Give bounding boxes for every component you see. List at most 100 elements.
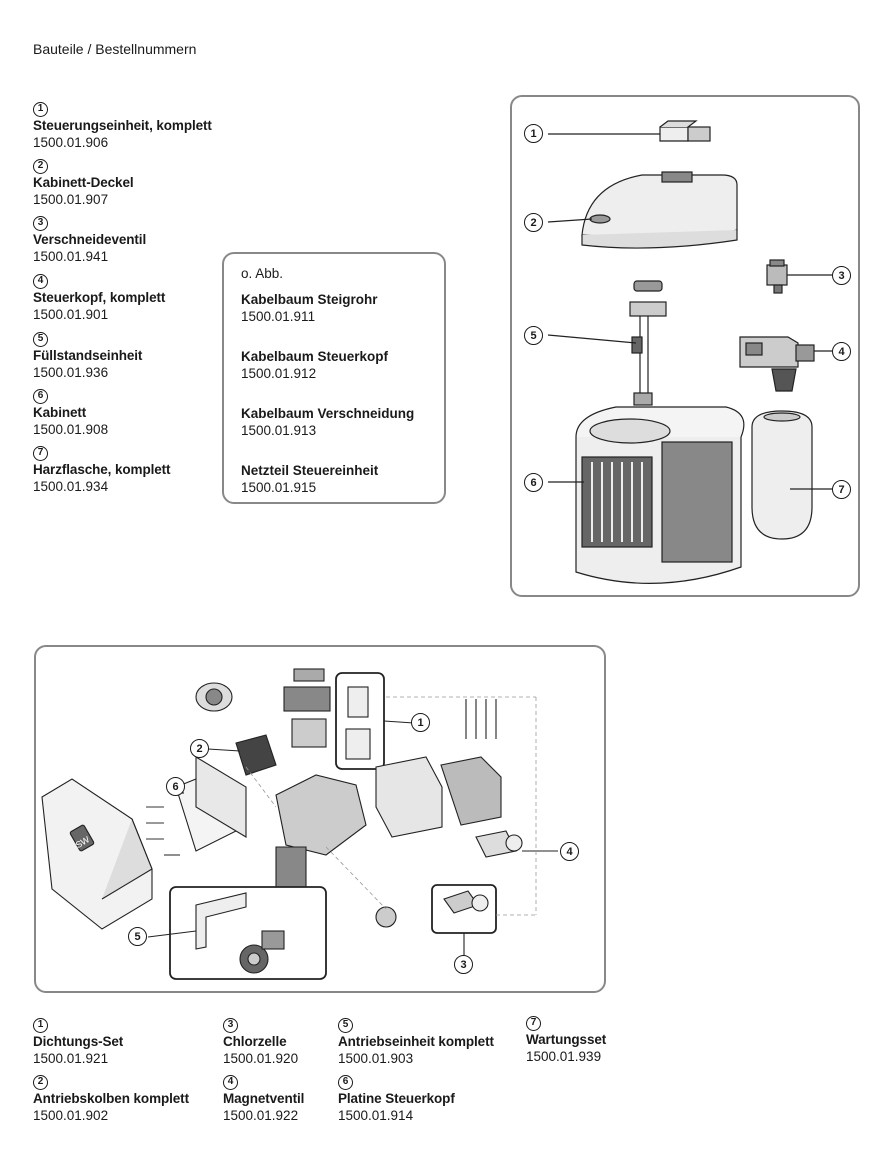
part-number: 1500.01.922 <box>223 1107 299 1123</box>
part-list-item: 2 Kabinett-Deckel 1500.01.907 <box>33 155 134 208</box>
part-number: 1500.01.903 <box>338 1050 414 1066</box>
callout-badge: 2 <box>524 213 543 232</box>
part-name: Steuerungseinheit, komplett <box>33 117 212 133</box>
part-list-item: 6 Kabinett 1500.01.908 <box>33 385 108 438</box>
part-list-item: 5 Füllstandseinheit 1500.01.936 <box>33 328 142 381</box>
part-list-item: Netzteil Steuereinheit 1500.01.915 <box>241 462 378 496</box>
part-name: Harzflasche, komplett <box>33 461 171 477</box>
solenoid-drawing <box>475 830 523 858</box>
callout-number: 3 <box>33 215 48 231</box>
part-name: Netzteil Steuereinheit <box>241 463 379 478</box>
part-list-item: 1 Steuerungseinheit, komplett 1500.01.90… <box>33 98 212 151</box>
motor-drawing <box>375 699 502 838</box>
exploded-drawing: SW <box>41 668 558 980</box>
part-list-item: 4 Steuerkopf, komplett 1500.01.901 <box>33 270 165 323</box>
callout-badge: 1 <box>524 124 543 143</box>
callout-badge: 3 <box>832 266 851 285</box>
callout-number: 5 <box>33 331 48 347</box>
part-list-item: 3 Verschneideventil 1500.01.941 <box>33 212 146 265</box>
part-name: Kabinett <box>33 404 87 420</box>
part-list-item: 6 Platine Steuerkopf 1500.01.914 <box>338 1071 455 1124</box>
callout-number: 4 <box>223 1074 238 1090</box>
level-unit-drawing <box>629 280 667 406</box>
part-name: Kabelbaum Steuerkopf <box>241 349 389 364</box>
part-name: Dichtungs-Set <box>33 1033 124 1049</box>
callout-number: 7 <box>33 445 48 461</box>
control-unit-drawing <box>659 120 711 142</box>
part-name: Magnetventil <box>223 1090 305 1106</box>
part-name: Verschneideventil <box>33 231 147 247</box>
callout-number: 7 <box>526 1015 541 1031</box>
part-name: Steuerkopf, komplett <box>33 289 166 305</box>
softener-drawing <box>547 120 834 584</box>
callout-number: 6 <box>33 388 48 404</box>
callout-number: 2 <box>33 1074 48 1090</box>
part-number: 1500.01.912 <box>241 366 317 381</box>
part-list-item: 4 Magnetventil 1500.01.922 <box>223 1071 304 1124</box>
part-list-item: 7 Harzflasche, komplett 1500.01.934 <box>33 442 171 495</box>
part-number: 1500.01.921 <box>33 1050 109 1066</box>
part-number: 1500.01.913 <box>241 423 317 438</box>
part-list-item: 1 Dichtungs-Set 1500.01.921 <box>33 1014 123 1067</box>
callout-number: 1 <box>33 1017 48 1033</box>
part-name: Chlorzelle <box>223 1033 287 1049</box>
part-name: Platine Steuerkopf <box>338 1090 455 1106</box>
control-head-exploded-view: SW <box>34 645 606 993</box>
callout-number: 2 <box>33 158 48 174</box>
part-name: Wartungsset <box>526 1031 607 1047</box>
part-number: 1500.01.914 <box>338 1107 414 1123</box>
callout-badge: 4 <box>832 342 851 361</box>
part-number: 1500.01.941 <box>33 248 109 264</box>
resin-bottle-drawing <box>751 410 813 540</box>
piston-drawing <box>195 682 277 776</box>
callout-number: 6 <box>338 1074 353 1090</box>
callout-number: 1 <box>33 101 48 117</box>
part-number: 1500.01.906 <box>33 134 109 150</box>
chlorine-cell-drawing <box>443 890 489 914</box>
part-name: Antriebseinheit komplett <box>338 1033 494 1049</box>
part-list-item: Kabelbaum Steigrohr 1500.01.911 <box>241 291 378 325</box>
callout-number: 3 <box>223 1017 238 1033</box>
control-head-drawing <box>739 336 815 392</box>
part-list-item: 5 Antriebseinheit komplett 1500.01.903 <box>338 1014 494 1067</box>
part-number: 1500.01.920 <box>223 1050 299 1066</box>
part-number: 1500.01.911 <box>241 309 316 324</box>
cover-drawing: SW <box>41 778 153 930</box>
part-name: Füllstandseinheit <box>33 347 143 363</box>
cabinet-lid-drawing <box>581 171 738 249</box>
part-name: Antriebskolben komplett <box>33 1090 189 1106</box>
callout-badge: 5 <box>128 927 147 946</box>
softener-parts-illustration: 1 2 3 4 5 6 7 <box>510 95 860 597</box>
callout-badge: 1 <box>411 713 430 732</box>
fitting-drawing <box>375 906 397 928</box>
part-name: Kabelbaum Steigrohr <box>241 292 378 307</box>
board-drawing <box>175 756 247 852</box>
part-name: Kabinett-Deckel <box>33 174 134 190</box>
part-list-item: 7 Wartungsset 1500.01.939 <box>526 1012 606 1065</box>
cabinet-drawing <box>575 406 745 584</box>
part-number: 1500.01.901 <box>33 306 109 322</box>
part-name: Kabelbaum Verschneidung <box>241 406 415 421</box>
part-number: 1500.01.934 <box>33 478 109 494</box>
callout-badge: 7 <box>832 480 851 499</box>
callout-badge: 6 <box>166 777 185 796</box>
blend-valve-drawing <box>766 259 788 294</box>
callout-number: 5 <box>338 1017 353 1033</box>
part-list-item: Kabelbaum Steuerkopf 1500.01.912 <box>241 348 388 382</box>
callout-number: 4 <box>33 273 48 289</box>
part-list-item: 2 Antriebskolben komplett 1500.01.902 <box>33 1071 189 1124</box>
page-title: Bauteile / Bestellnummern <box>33 41 197 57</box>
callout-badge: 4 <box>560 842 579 861</box>
part-number: 1500.01.902 <box>33 1107 109 1123</box>
callout-badge: 5 <box>524 326 543 345</box>
callout-badge: 2 <box>190 739 209 758</box>
box-header: o. Abb. <box>241 266 284 281</box>
part-number: 1500.01.915 <box>241 480 317 495</box>
callout-badge: 3 <box>454 955 473 974</box>
part-list-item: Kabelbaum Verschneidung 1500.01.913 <box>241 405 414 439</box>
part-number: 1500.01.939 <box>526 1048 602 1064</box>
part-number: 1500.01.936 <box>33 364 109 380</box>
drive-unit-drawing <box>195 892 285 974</box>
seal-set-drawing <box>283 668 331 748</box>
part-list-item: 3 Chlorzelle 1500.01.920 <box>223 1014 298 1067</box>
